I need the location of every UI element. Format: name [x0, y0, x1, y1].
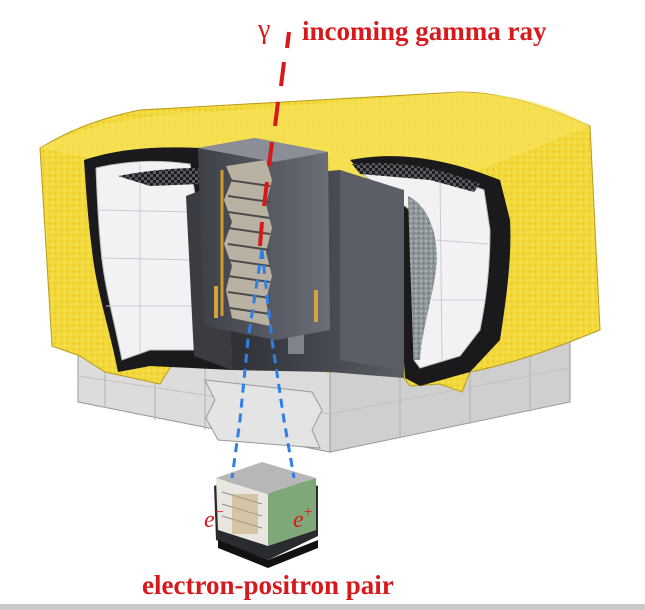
tracker-tower [198, 138, 330, 340]
positron-symbol: e [293, 507, 304, 533]
positron-charge: + [303, 504, 313, 521]
gamma-ray-track [258, 31, 291, 247]
electron-charge: − [214, 504, 224, 521]
positron-label: e+ [293, 504, 313, 533]
electron-positron-pair-label: electron-positron pair [142, 570, 394, 600]
electron-track [230, 249, 264, 479]
positron-track [260, 249, 296, 479]
base-break [204, 379, 323, 449]
bottom-divider [0, 604, 645, 610]
electron-symbol: e [204, 507, 215, 533]
electron-label: e− [204, 504, 224, 533]
gamma-symbol-label: γ [258, 14, 271, 45]
incoming-gamma-ray-label: incoming gamma ray [302, 16, 547, 46]
calorimeter-module [214, 462, 318, 568]
